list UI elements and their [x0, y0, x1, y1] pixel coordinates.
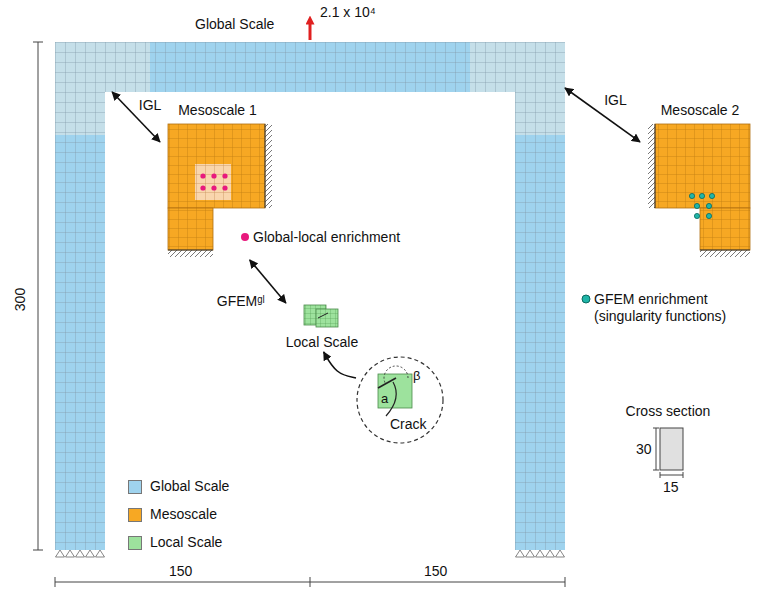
- dimension-line: [38, 42, 39, 550]
- enrichment-dots: [689, 193, 714, 218]
- annotation-label: 150: [424, 563, 447, 580]
- enrichment-dot: [582, 295, 590, 303]
- dimension-tick: [653, 428, 659, 429]
- cross-section: [660, 428, 683, 470]
- crack-line: [318, 313, 328, 318]
- dimension-label: 300: [12, 285, 29, 315]
- legend-label: Local Scale: [150, 534, 222, 551]
- enriched-cells: [195, 164, 231, 200]
- dimension-lines: [33, 42, 683, 587]
- frame-column: [515, 92, 565, 550]
- drawing-part: [200, 185, 205, 190]
- angle-arc: [384, 366, 408, 384]
- drawing-part: [706, 213, 711, 218]
- mesh: [168, 124, 265, 208]
- mesh-grid: [55, 92, 105, 550]
- legend-label: Mesoscale: [150, 506, 217, 523]
- dimension-tick: [310, 577, 311, 587]
- annotation-label: 2.1 x 10⁴: [320, 4, 376, 21]
- node-title: Global Scale: [195, 16, 274, 33]
- dimension-tick: [683, 472, 684, 478]
- drawing-part: [222, 185, 227, 190]
- dimension-tick: [33, 550, 43, 551]
- mesh: [655, 124, 750, 208]
- global-frame-mesh: [55, 42, 565, 558]
- support-symbol: [55, 550, 105, 558]
- frame-beam: [55, 42, 565, 92]
- connector-label: IGL: [137, 96, 164, 113]
- drawing-part: [211, 185, 216, 190]
- node-outline: [640, 102, 760, 260]
- fixed-support: [700, 250, 750, 251]
- annotation-label: Global-local enrichment: [253, 229, 400, 246]
- fixed-support: [168, 250, 213, 251]
- annotation-label: 30: [636, 441, 652, 458]
- load-arrow: [309, 20, 312, 40]
- node-text: Crack: [390, 416, 427, 433]
- fixed-support: [655, 124, 656, 208]
- zoom-outline: [357, 357, 443, 443]
- local-mesh: [316, 309, 338, 327]
- legend-label: Global Scale: [150, 478, 229, 495]
- annotation-label: 150: [169, 563, 192, 580]
- connector-label: IGL: [602, 91, 629, 108]
- annotation-label: Cross section: [618, 403, 718, 420]
- node-title: Mesoscale 2: [640, 102, 760, 119]
- mesh-grid: [515, 92, 565, 550]
- global-frame: Global Scale: [55, 42, 565, 92]
- drawing-part: [222, 173, 227, 178]
- node-title: Mesoscale 1: [160, 102, 275, 119]
- mesh: [168, 208, 213, 250]
- drawing-part: [699, 193, 704, 198]
- connector-label: GFEMᵍˡ: [215, 292, 267, 309]
- drawing-part: [689, 193, 694, 198]
- frame-column: [55, 92, 105, 550]
- local-model: Local Scale: [280, 303, 364, 352]
- drawing-part: [694, 213, 699, 218]
- connector-arrow: [324, 352, 356, 378]
- drawing-part: [211, 173, 216, 178]
- fixed-support: [265, 124, 266, 208]
- fixed-support: [648, 124, 655, 208]
- support-symbol: [515, 550, 565, 558]
- node-title: Local Scale: [280, 334, 364, 351]
- dimension-tick: [660, 472, 661, 478]
- connector-arrow: [565, 88, 640, 142]
- annotation-label: GFEM enrichment (singularity functions): [594, 291, 764, 325]
- node-text: β: [413, 367, 420, 384]
- dimension-tick: [565, 577, 566, 587]
- dimension-tick: [55, 577, 56, 587]
- legend-swatch: [128, 536, 142, 550]
- enrichment-dots: [200, 173, 227, 190]
- drawing-part: [200, 173, 205, 178]
- mesoscale-model: Mesoscale 2: [640, 102, 760, 260]
- fixed-support: [168, 250, 213, 257]
- legend-swatch: [128, 508, 142, 522]
- mesh-grid: [55, 42, 565, 92]
- drawing-part: [694, 203, 699, 208]
- dimension-line: [660, 475, 683, 476]
- mesh: [700, 208, 750, 250]
- dimension-tick: [33, 42, 43, 43]
- fixed-support: [265, 124, 272, 208]
- dimension-tick: [653, 470, 659, 471]
- drawing-part: [709, 193, 714, 198]
- enrichment-dot: [241, 233, 249, 241]
- dimension-line: [656, 428, 657, 470]
- drawing-part: [706, 203, 711, 208]
- node-title: a: [381, 390, 388, 407]
- annotation-label: 15: [663, 479, 679, 496]
- zoom-circle: a βCrack: [356, 356, 444, 444]
- fixed-support: [700, 250, 750, 257]
- legend-swatch: [128, 480, 142, 494]
